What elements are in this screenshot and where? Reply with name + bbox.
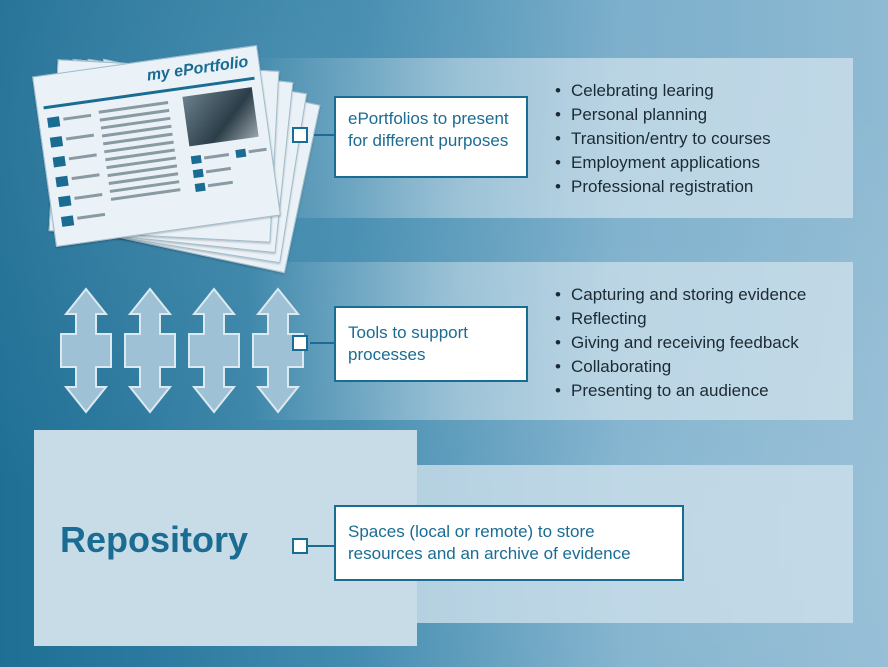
eportfolio-pages-icon: my ePortfolio <box>32 40 338 274</box>
middle-bullet-item: Collaborating <box>555 355 855 379</box>
page-content-lines <box>47 100 267 227</box>
top-bullet-item: Celebrating learing <box>555 79 845 103</box>
top-bullet-list: Celebrating learing Personal planning Tr… <box>555 79 845 199</box>
middle-bullet-item: Capturing and storing evidence <box>555 283 855 307</box>
top-connector-line <box>314 134 336 136</box>
bottom-connector-line <box>308 545 336 547</box>
middle-bullet-item: Giving and receiving feedback <box>555 331 855 355</box>
tools-arrows <box>60 288 304 413</box>
top-bullet-item: Professional registration <box>555 175 845 199</box>
middle-bullet-item: Presenting to an audience <box>555 379 855 403</box>
top-label-box: ePortfolios to present for different pur… <box>334 96 528 178</box>
middle-bullet-item: Reflecting <box>555 307 855 331</box>
bottom-connector-square <box>292 538 308 554</box>
middle-label-box: Tools to support processes <box>334 306 528 382</box>
bidirectional-arrow-icon <box>124 288 176 413</box>
bottom-label-box: Spaces (local or remote) to store resour… <box>334 505 684 581</box>
top-connector-square <box>292 127 308 143</box>
top-bullet-item: Transition/entry to courses <box>555 127 845 151</box>
page-front: my ePortfolio <box>32 45 281 247</box>
bidirectional-arrow-icon <box>188 288 240 413</box>
repository-title: Repository <box>60 519 249 560</box>
top-bullet-item: Employment applications <box>555 151 845 175</box>
middle-connector-square <box>292 335 308 351</box>
middle-connector-line <box>310 342 336 344</box>
middle-bullet-list: Capturing and storing evidence Reflectin… <box>555 283 855 403</box>
top-bullet-item: Personal planning <box>555 103 845 127</box>
bidirectional-arrow-icon <box>60 288 112 413</box>
